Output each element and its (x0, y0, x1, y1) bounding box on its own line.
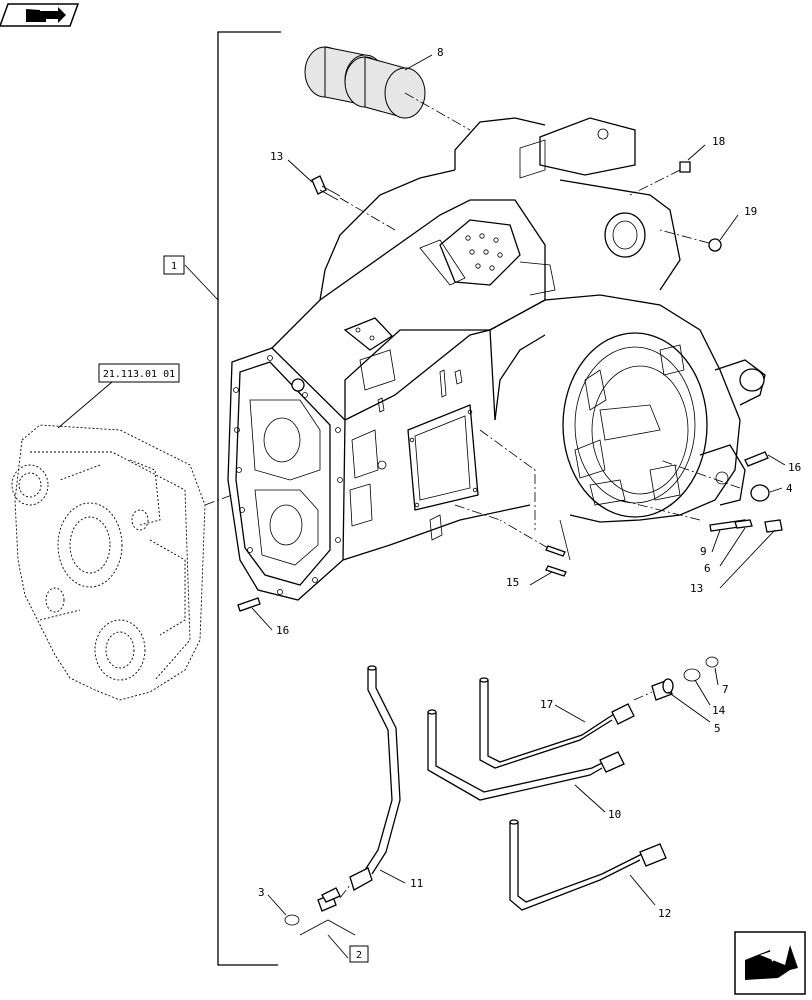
next-page-arrow-icon[interactable] (734, 931, 806, 995)
callout-13-top: 13 (270, 150, 283, 163)
callout-16-bottom: 16 (276, 624, 289, 637)
callout-5: 5 (714, 722, 721, 735)
fittings-items-5-14-7 (633, 656, 719, 723)
callout-8: 8 (437, 46, 444, 59)
group-label-1: 1 (163, 255, 185, 275)
callout-7: 7 (722, 683, 729, 696)
plug-item-18 (629, 144, 706, 196)
callout-9: 9 (700, 545, 707, 558)
reference-label[interactable]: 21.113.01 01 (57, 363, 180, 429)
plug-item-19 (659, 214, 739, 252)
callout-12: 12 (658, 907, 671, 920)
callout-3: 3 (258, 886, 265, 899)
previous-page-arrow-icon[interactable] (0, 3, 80, 27)
callout-16-right: 16 (788, 461, 801, 474)
callout-4: 4 (786, 482, 793, 495)
callout-14: 14 (712, 704, 726, 717)
callout-10: 10 (608, 808, 621, 821)
pins-items-15-16 (237, 429, 567, 631)
group-bracket-1 (184, 31, 281, 966)
reference-label-text: 21.113.01 01 (103, 369, 175, 380)
transmission-housing (227, 117, 766, 601)
fitting-items-2-3: 2 (267, 884, 369, 963)
tube-item-11 (349, 665, 406, 891)
tube-item-10 (427, 709, 625, 813)
callout-18: 18 (712, 135, 725, 148)
callout-labels: 8 18 13 19 16 4 9 6 13 15 16 7 14 5 17 1… (258, 46, 801, 920)
group-label-1-text: 1 (171, 261, 177, 272)
callout-6: 6 (704, 562, 711, 575)
callout-15: 15 (506, 576, 519, 589)
right-side-pins-and-bolts (619, 451, 786, 589)
bearing-item-8 (304, 46, 471, 131)
callout-17: 17 (540, 698, 553, 711)
group-label-2-text: 2 (356, 950, 362, 961)
bolt-item-13-top (287, 159, 396, 231)
tube-item-12 (509, 819, 667, 911)
callout-11: 11 (410, 877, 423, 890)
callout-19: 19 (744, 205, 757, 218)
reference-housing-outline (11, 424, 233, 701)
tube-item-17 (479, 677, 635, 769)
callout-13-bottom: 13 (690, 582, 703, 595)
